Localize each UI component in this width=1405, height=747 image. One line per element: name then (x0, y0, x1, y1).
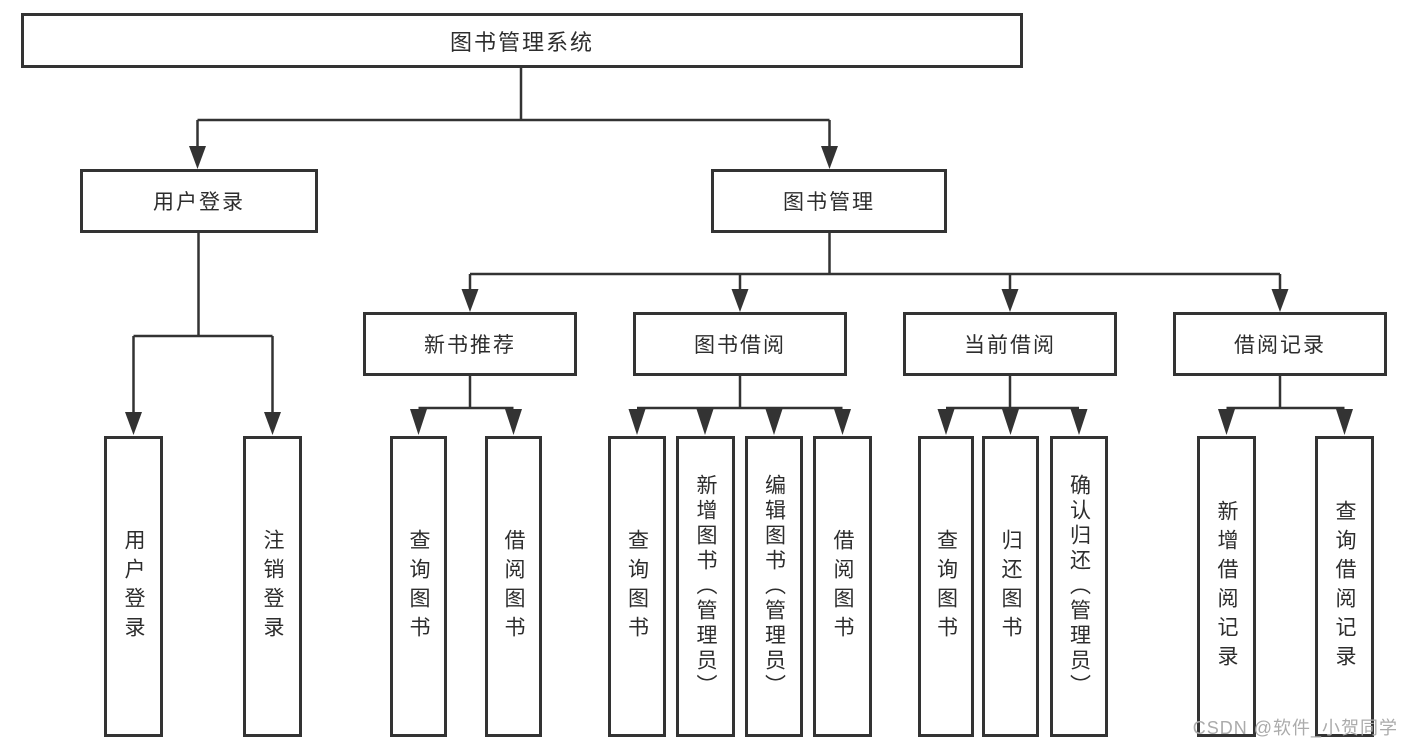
arrowhead-icon (696, 409, 714, 435)
node-label: 归还图书 (999, 528, 1022, 645)
arrowhead-icon (1002, 409, 1019, 435)
leaf-logout: 注销登录 (243, 436, 302, 737)
arrowhead-icon (765, 409, 783, 435)
node-label: 编辑图书（管理员） (762, 474, 786, 699)
arrowhead-icon (821, 146, 838, 169)
node-label: 借阅图书 (502, 528, 525, 645)
node-label: 借阅图书 (831, 528, 854, 645)
node-label: 用户登录 (122, 528, 145, 645)
arrowhead-icon (264, 412, 281, 435)
node-label: 图书管理 (783, 191, 875, 214)
leaf-borrow-borrow-books: 借阅图书 (813, 436, 872, 737)
connector-book-borrow-children (628, 376, 851, 435)
leaf-new-book-query: 查询图书 (390, 436, 447, 737)
arrowhead-icon (1070, 409, 1088, 435)
arrowhead-icon (1271, 289, 1289, 312)
connector-book-mgmt-to-level3 (461, 233, 1289, 312)
leaf-record-query: 查询借阅记录 (1315, 436, 1374, 737)
node-library-management-system: 图书管理系统 (21, 13, 1023, 68)
leaf-borrow-edit-books-admin: 编辑图书（管理员） (745, 436, 803, 737)
node-label: 查询图书 (407, 528, 430, 645)
leaf-record-add: 新增借阅记录 (1197, 436, 1256, 737)
node-label: 图书借阅 (694, 334, 786, 357)
leaf-current-query-books: 查询图书 (918, 436, 974, 737)
leaf-borrow-add-books-admin: 新增图书（管理员） (676, 436, 735, 737)
node-book-management: 图书管理 (711, 169, 947, 233)
arrowhead-icon (731, 289, 749, 312)
arrowhead-icon (1218, 409, 1235, 435)
connector-new-book-children (410, 376, 522, 435)
node-label: 查询图书 (934, 528, 958, 645)
node-label: 注销登录 (261, 528, 284, 645)
connector-borrow-record-children (1218, 376, 1353, 435)
node-borrow-record: 借阅记录 (1173, 312, 1387, 376)
node-label: 新增借阅记录 (1215, 499, 1238, 674)
arrowhead-icon (461, 289, 479, 312)
connector-current-borrow-children (937, 376, 1088, 435)
connector-root-to-level2 (189, 67, 838, 169)
node-new-book-recommend: 新书推荐 (363, 312, 577, 376)
node-current-borrow: 当前借阅 (903, 312, 1117, 376)
leaf-current-return-books: 归还图书 (982, 436, 1039, 737)
csdn-watermark: CSDN @软件_小贺同学 (1192, 718, 1398, 738)
node-label: 确认归还（管理员） (1067, 474, 1091, 699)
arrowhead-icon (1336, 409, 1353, 435)
arrowhead-icon (628, 409, 646, 435)
node-label: 查询图书 (625, 528, 649, 645)
arrowhead-icon (189, 146, 206, 169)
node-label: 新增图书（管理员） (694, 474, 717, 699)
arrowhead-icon (125, 412, 142, 435)
arrowhead-icon (410, 409, 427, 435)
arrowhead-icon (834, 409, 851, 435)
node-label: 查询借阅记录 (1333, 499, 1356, 674)
node-label: 当前借阅 (964, 334, 1056, 357)
arrowhead-icon (937, 409, 955, 435)
node-book-borrow: 图书借阅 (633, 312, 847, 376)
leaf-user-login: 用户登录 (104, 436, 163, 737)
node-user-login: 用户登录 (80, 169, 318, 233)
node-label: 用户登录 (153, 191, 245, 214)
leaf-borrow-query-books: 查询图书 (608, 436, 666, 737)
connector-user-login-children (125, 233, 281, 435)
arrowhead-icon (1001, 289, 1019, 312)
leaf-current-confirm-return-admin: 确认归还（管理员） (1050, 436, 1108, 737)
node-label: 图书管理系统 (449, 29, 594, 55)
node-label: 借阅记录 (1234, 334, 1326, 357)
arrowhead-icon (505, 409, 522, 435)
node-label: 新书推荐 (424, 334, 516, 357)
leaf-new-book-borrow: 借阅图书 (485, 436, 542, 737)
